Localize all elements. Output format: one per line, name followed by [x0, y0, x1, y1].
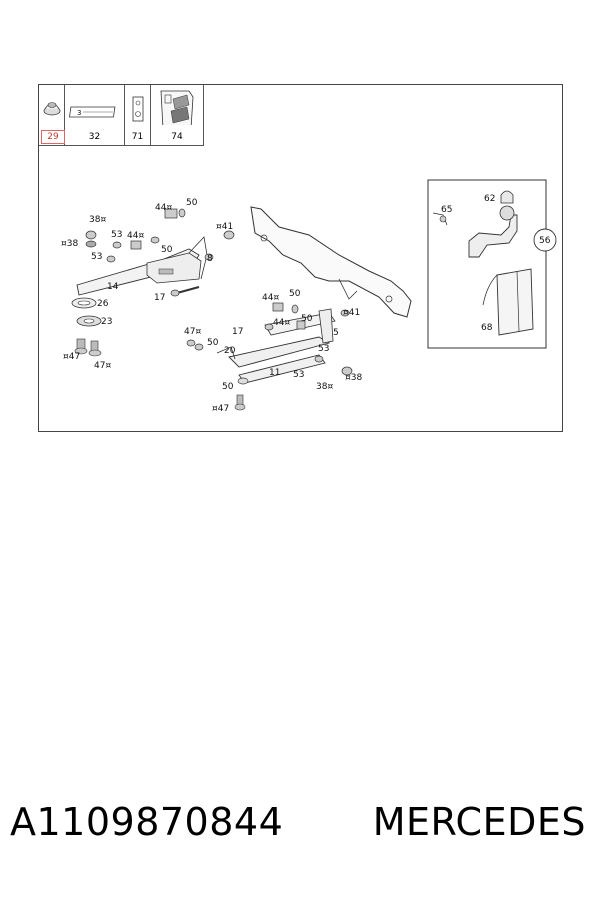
callout-38: ¤38 [61, 239, 78, 249]
callout-62: 62 [484, 194, 495, 204]
pouch-68 [496, 268, 534, 336]
callout-8: 8 [207, 254, 213, 264]
callout-50: 50 [289, 289, 301, 299]
callout-26: 26 [97, 299, 109, 309]
callout-56: 56 [539, 236, 551, 246]
part-number: A1109870844 [10, 800, 284, 844]
callout-53: 53 [318, 344, 329, 354]
callout-50: 50 [301, 314, 313, 324]
parts-header-strip: 29 3 32 71 74 [39, 85, 204, 146]
callout-5: 5 [333, 328, 339, 338]
callout-50: 50 [186, 198, 198, 208]
tag-icon [132, 96, 144, 122]
callout-47: 47¤ [184, 327, 201, 337]
callout-17: 17 [154, 293, 165, 303]
callout-56-circle [533, 228, 557, 252]
brand-name: MERCEDES [372, 800, 586, 844]
callout-20: 20 [224, 346, 236, 356]
callout-65: 65 [441, 205, 452, 215]
callout-50: 50 [207, 338, 219, 348]
footer: A1109870844 MERCEDES [0, 800, 600, 860]
callout-44: 44¤ [273, 318, 290, 328]
callout-14: 14 [107, 282, 119, 292]
rear-crossmember [250, 206, 412, 318]
callout-23: 23 [101, 317, 112, 327]
label-strip-icon: 3 [69, 106, 116, 118]
cap-nut-icon [43, 102, 61, 116]
header-cell-label: 71 [131, 132, 144, 142]
instruction-sheet-icon [160, 90, 194, 130]
callout-50: 50 [222, 382, 234, 392]
callout-50: 50 [161, 245, 173, 255]
callout-53: 53 [91, 252, 102, 262]
callout-47: 47¤ [94, 361, 111, 371]
callout-47: ¤47 [63, 352, 80, 362]
svg-text:3: 3 [77, 109, 81, 117]
ball-cover-62 [500, 190, 514, 204]
callout-68: 68 [481, 323, 493, 333]
callout-41: ¤41 [216, 222, 233, 232]
callout-53: 53 [293, 370, 304, 380]
header-cell-74[interactable]: 74 [151, 85, 203, 145]
header-cell-label: 74 [171, 132, 183, 142]
callout-44: 44¤ [127, 231, 144, 241]
callout-47: ¤47 [212, 404, 229, 414]
header-cell-label: 29 [41, 130, 65, 144]
header-cell-label: 32 [88, 132, 101, 142]
header-cell-29[interactable]: 29 [39, 85, 65, 145]
callout-38: 38¤ [316, 382, 333, 392]
callout-44: 44¤ [155, 203, 172, 213]
towball-neck [468, 214, 518, 258]
callout-17: 17 [232, 327, 243, 337]
exploded-view-drawing: 38¤ ¤38 53 44¤ 50 44¤ 50 53 8 14 ¤41 17 … [61, 179, 557, 414]
callout-41: ¤41 [343, 308, 360, 318]
callout-53: 53 [111, 230, 122, 240]
parts-diagram-frame: 29 3 32 71 74 [38, 84, 563, 432]
callout-38: ¤38 [345, 373, 362, 383]
header-cell-32[interactable]: 3 32 [65, 85, 125, 145]
header-cell-71[interactable]: 71 [125, 85, 151, 145]
callout-44: 44¤ [262, 293, 279, 303]
callout-11: 11 [269, 368, 280, 378]
callout-38: 38¤ [89, 215, 106, 225]
